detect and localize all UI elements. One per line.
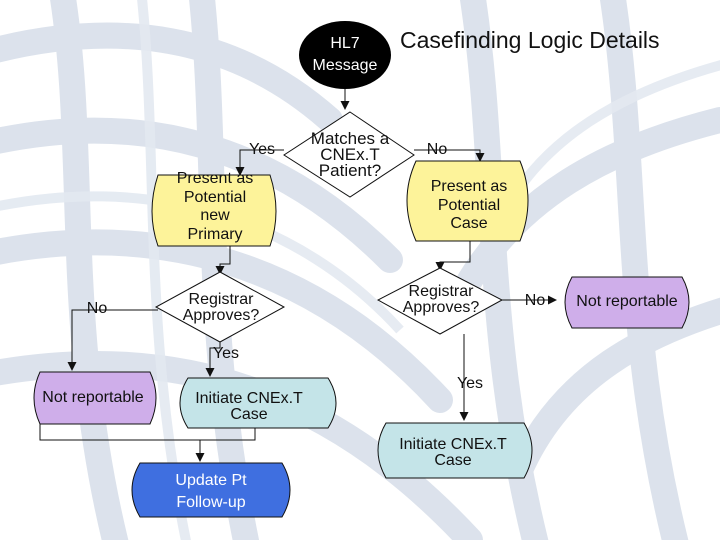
- not-reportable-right-label: Not reportable: [576, 293, 678, 310]
- not-reportable-left-shape: [33, 371, 157, 425]
- potential-primary-shape: [151, 174, 277, 247]
- initiate-case-left-label: Initiate CNEx.T Case: [195, 390, 303, 423]
- decision-diamond-shape: [283, 111, 415, 198]
- registrar-approves-right-label: Registrar Approves?: [402, 283, 480, 316]
- initiate-case-right-label: Initiate CNEx.T Case: [399, 436, 507, 469]
- line-initiate-to-merge: [200, 428, 256, 441]
- no-label-left: No: [86, 300, 108, 317]
- yes-label-matches: Yes: [248, 141, 276, 158]
- start-terminal-shape: [299, 21, 391, 89]
- update-followup-label: Update Pt Follow-up: [175, 472, 247, 511]
- no-label-matches: No: [426, 141, 448, 158]
- initiate-case-right-shape: [377, 422, 533, 479]
- yes-label-left: Yes: [212, 345, 240, 362]
- page-title: Casefinding Logic Details: [400, 27, 660, 53]
- potential-primary-label: Present as Potential new Primary: [176, 170, 254, 244]
- potential-case-label: Present as Potential Case: [430, 178, 508, 233]
- registrar-approves-left-shape: [154, 271, 286, 343]
- start-terminal-label: HL7 Message: [312, 35, 378, 74]
- update-followup-shape: [131, 462, 291, 518]
- initiate-case-left-shape: [179, 377, 337, 429]
- arrow-decision-yes-to-primary: [235, 149, 284, 176]
- arrow-case-to-approves: [435, 241, 471, 271]
- registrar-approves-left-label: Registrar Approves?: [182, 291, 260, 324]
- arrow-approves-yes-left: [205, 340, 221, 377]
- potential-case-shape: [406, 160, 529, 242]
- arrow-approves-no-left: [67, 309, 158, 371]
- arrow-primary-to-approves: [215, 246, 231, 275]
- no-label-right: No: [524, 292, 546, 309]
- arrow-merge-to-update: [39, 424, 205, 462]
- not-reportable-right-shape: [564, 276, 690, 329]
- decision-matches-label: Matches a CNEx.T Patient?: [310, 129, 390, 181]
- registrar-approves-right-shape: [376, 267, 504, 335]
- arrow-decision-no-to-case: [414, 149, 485, 162]
- yes-label-right: Yes: [456, 375, 484, 392]
- not-reportable-left-label: Not reportable: [42, 389, 144, 406]
